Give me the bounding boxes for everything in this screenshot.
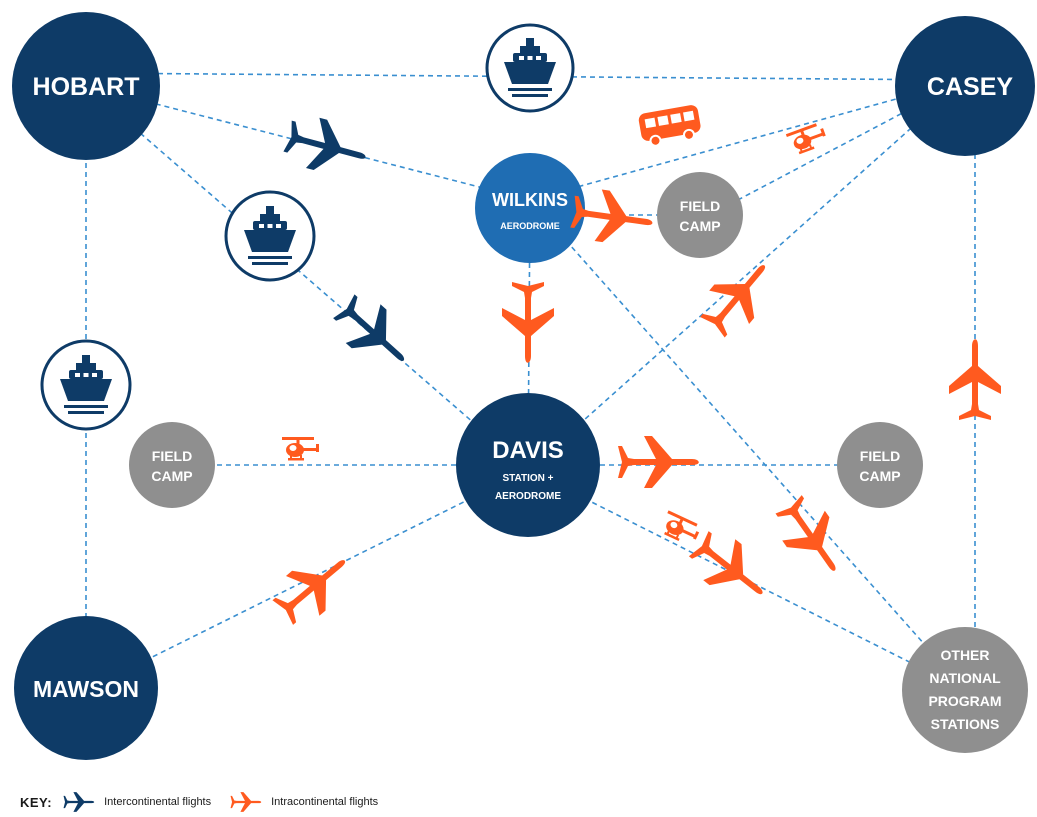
node-mawson: MAWSON [14,616,158,760]
airplane-icon [266,540,362,633]
ship-icon [485,23,575,113]
field-camp-left-line2: CAMP [151,468,192,484]
field-camp-right-line1: FIELD [860,448,900,464]
node-davis-label: DAVIS [492,437,564,464]
ship-icon [40,339,132,431]
helicopter-icon [658,510,703,548]
node-mawson-label: MAWSON [33,676,139,702]
helicopter-icon [785,121,829,157]
airplane-icon [230,792,262,812]
node-hobart-label: HOBART [33,73,140,101]
airplane-icon [767,489,857,586]
airplane-icon [618,436,699,488]
line-hobart-casey [85,72,966,81]
ship-icon [224,190,316,282]
airplane-icon [692,248,785,344]
line-wilkins-other [529,199,966,691]
bus-icon [638,105,701,147]
node-casey: CASEY [895,16,1035,156]
field-camp-wilkins-line2: CAMP [679,218,720,234]
airplane-icon [502,282,554,363]
node-davis-sub2: AERODROME [495,491,561,502]
key-intracontinental-label: Intracontinental flights [271,796,379,808]
key-legend: KEY: Intercontinental flights Intraconti… [20,788,396,816]
airplane-icon [949,339,1001,420]
airplane-icon [280,110,373,183]
key-title: KEY: [20,794,53,810]
field-camp-left-line1: FIELD [152,448,192,464]
other-line1: OTHER [941,647,990,663]
line-casey-wilkins [529,79,966,201]
helicopter-icon [282,437,319,461]
airplane-icon [63,792,95,812]
transport-network-diagram: HOBART CASEY WILKINS AERODROME DAVIS STA… [12,12,1035,760]
node-davis: DAVIS STATION + AERODROME [456,393,600,537]
line-casey-davis [527,79,966,471]
key-intercontinental-label: Intercontinental flights [104,796,212,808]
node-field-camp-right: FIELD CAMP [837,422,923,508]
node-other-national-program-stations: OTHER NATIONAL PROGRAM STATIONS [902,627,1028,753]
field-camp-wilkins-line1: FIELD [680,198,720,214]
line-hobart-davis [85,85,529,471]
other-line4: STATIONS [931,716,1000,732]
other-line2: NATIONAL [929,670,1001,686]
node-davis-sub1: STATION + [502,473,553,484]
node-field-camp-wilkins: FIELD CAMP [657,172,743,258]
other-line3: PROGRAM [928,693,1001,709]
node-casey-label: CASEY [927,73,1013,101]
airplane-icon [682,523,779,614]
field-camp-right-line2: CAMP [859,468,900,484]
node-field-camp-left: FIELD CAMP [129,422,215,508]
node-wilkins: WILKINS AERODROME [475,153,585,263]
node-wilkins-sub: AERODROME [500,221,560,231]
node-hobart: HOBART [12,12,160,160]
node-wilkins-label: WILKINS [492,190,568,210]
